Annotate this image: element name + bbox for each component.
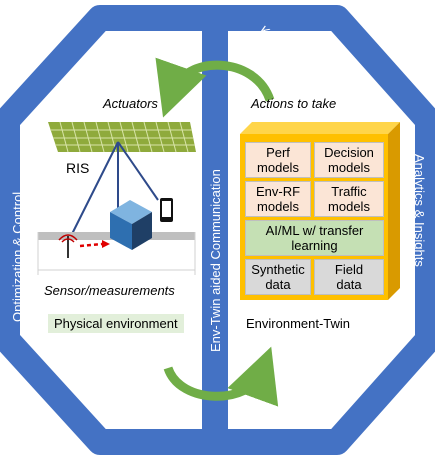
aiml-cell: AI/ML w/ transfer learning bbox=[245, 220, 384, 256]
top-feedback-arrow bbox=[155, 57, 275, 118]
ring-label-analytics: Analytics & Insights bbox=[412, 154, 427, 267]
ring-label-optimization: Optimization & Control bbox=[10, 192, 25, 322]
hexagon-ring bbox=[0, 5, 435, 455]
decision-models-cell: Decision models bbox=[314, 142, 384, 178]
cube-object bbox=[110, 200, 152, 250]
sensor-label: Sensor/measurements bbox=[44, 283, 175, 298]
env-twin-label: Environment-Twin bbox=[240, 314, 357, 333]
ris-label: RIS bbox=[66, 160, 90, 176]
signal-arrow bbox=[79, 242, 103, 248]
center-label: Env-Twin aided Communication bbox=[208, 169, 223, 352]
physical-env-label: Physical environment bbox=[48, 314, 184, 333]
perf-models-cell: Perf models bbox=[245, 142, 311, 178]
traffic-models-cell: Traffic models bbox=[314, 181, 384, 217]
phone-icon bbox=[160, 198, 173, 222]
physical-scene bbox=[37, 120, 196, 280]
antenna-icon bbox=[58, 234, 78, 258]
env-rf-models-cell: Env-RF models bbox=[245, 181, 311, 217]
bottom-aggregate-arrow bbox=[163, 346, 279, 407]
actions-label: Actions to take bbox=[251, 96, 337, 111]
field-data-cell: Field data bbox=[314, 259, 384, 295]
actuators-label: Actuators bbox=[103, 96, 158, 111]
ris-panel bbox=[48, 121, 196, 153]
ring-label-aggregate: Aggregate bbox=[289, 368, 347, 414]
synthetic-data-cell: Synthetic data bbox=[245, 259, 311, 295]
